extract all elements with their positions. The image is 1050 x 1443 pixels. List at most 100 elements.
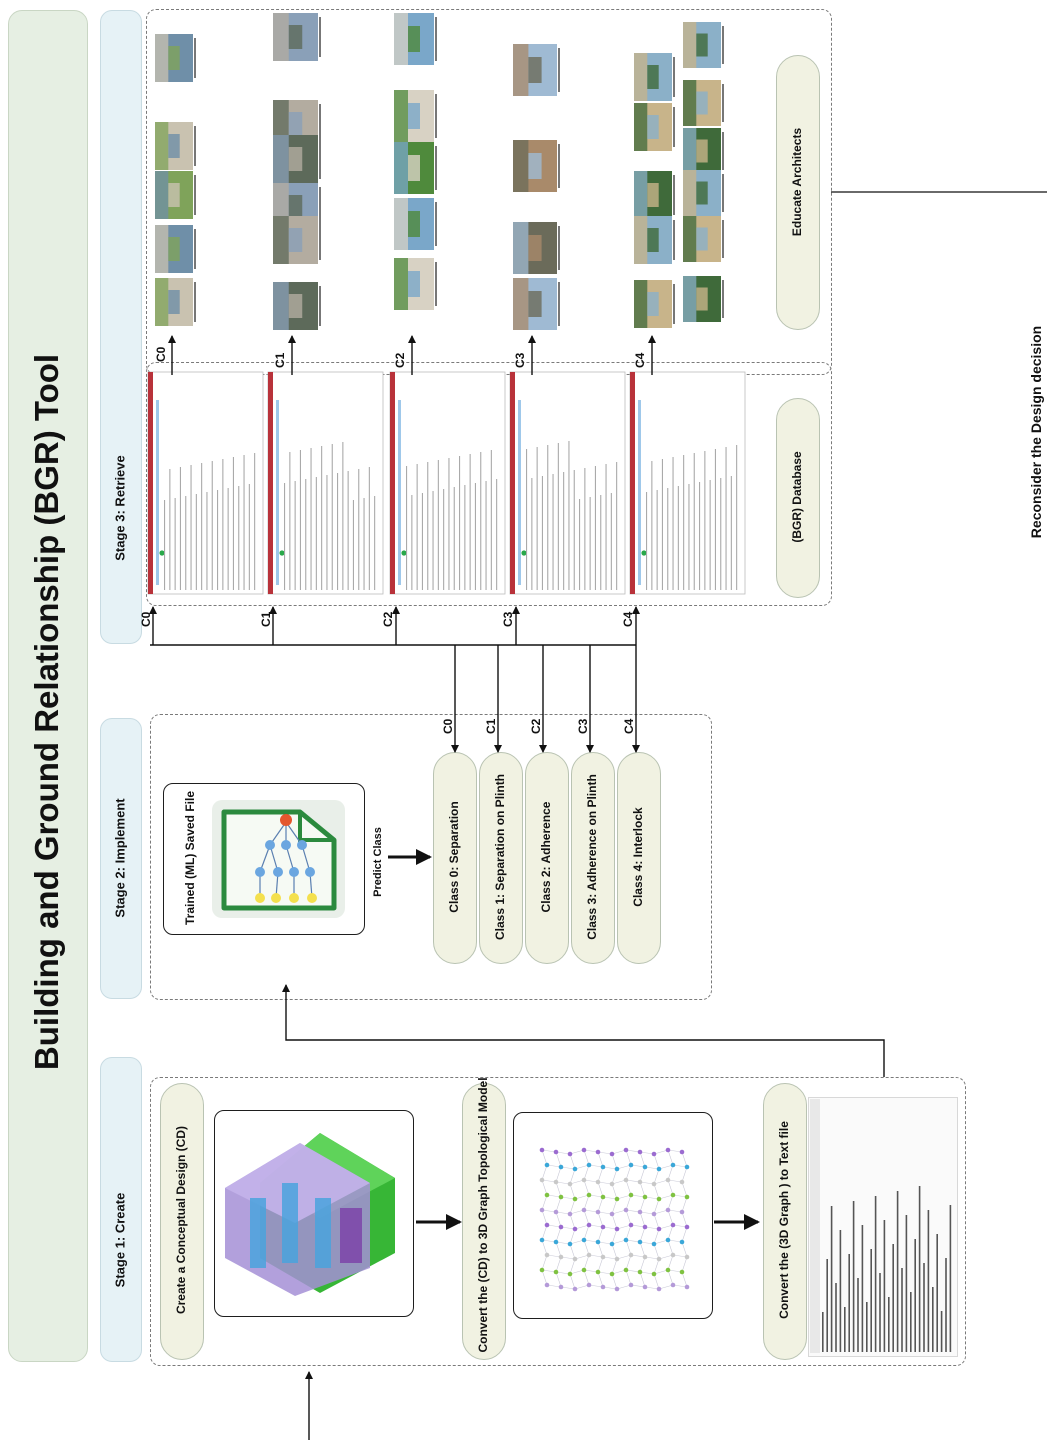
photo-ground	[683, 170, 697, 216]
text-line	[896, 1191, 899, 1352]
photo-caption	[558, 48, 560, 92]
photo-ground	[394, 142, 408, 194]
text-line	[852, 1201, 855, 1352]
photo-ground	[273, 282, 289, 330]
text-line	[923, 1263, 925, 1352]
photo-ground	[634, 216, 648, 264]
photo-building	[288, 112, 303, 136]
db-header-bar	[630, 372, 635, 594]
db-row-line	[568, 441, 570, 590]
db-row-line	[331, 444, 333, 590]
text-line	[927, 1210, 930, 1352]
photo-caption	[722, 84, 724, 122]
text-line	[870, 1249, 872, 1352]
graph-node	[623, 1207, 629, 1213]
db-row-line	[552, 474, 554, 590]
db-row-line	[179, 467, 181, 590]
graph-node	[637, 1269, 643, 1275]
graph-node	[544, 1252, 550, 1258]
photo-caption	[194, 175, 196, 215]
graph-node	[609, 1151, 615, 1157]
text-line	[888, 1297, 890, 1352]
graph-node	[614, 1286, 620, 1292]
graph-node	[586, 1222, 592, 1228]
text-file-lines	[810, 1099, 952, 1353]
db-row-line	[709, 480, 711, 590]
db-row-line	[563, 472, 565, 590]
graph-node	[684, 1224, 690, 1230]
photo-ground	[683, 22, 697, 68]
photo-building	[288, 294, 303, 318]
photo-ground	[155, 122, 169, 170]
text-line	[940, 1311, 943, 1352]
db-row-line	[526, 449, 528, 590]
photo-building	[528, 235, 542, 261]
graph-node	[679, 1179, 685, 1185]
graph-node	[679, 1269, 685, 1275]
db-row-line	[232, 457, 234, 590]
graph-node	[609, 1181, 615, 1187]
text-file-gutter	[810, 1099, 820, 1353]
db-row-line	[579, 499, 581, 590]
title-banner	[8, 10, 88, 1362]
graph-node	[670, 1252, 676, 1258]
db-row-line	[374, 496, 376, 590]
db-row-line	[730, 476, 732, 590]
text-line	[822, 1312, 824, 1352]
text-line	[949, 1205, 952, 1352]
graph-node	[642, 1254, 648, 1260]
class-2-pill	[525, 752, 569, 964]
graph-node	[684, 1254, 690, 1260]
photo-caption	[194, 38, 196, 78]
graph-node	[628, 1162, 634, 1168]
db-row-line	[416, 464, 418, 590]
db-row-line	[661, 459, 663, 590]
db-row-line	[594, 466, 596, 590]
photo-ground	[155, 278, 169, 326]
db-row-line	[646, 492, 648, 590]
photo-caption	[558, 144, 560, 188]
photo-ground	[634, 280, 648, 328]
text-line	[879, 1273, 881, 1352]
graph-node	[544, 1282, 550, 1288]
graph-node	[572, 1286, 578, 1292]
database-pill	[776, 398, 820, 598]
db-column-bar	[638, 400, 641, 585]
graph-node	[684, 1284, 690, 1290]
graph-node	[558, 1284, 564, 1290]
photo-ground	[394, 198, 408, 250]
graph-node	[651, 1241, 657, 1247]
db-row-line	[190, 465, 192, 590]
db-row-line	[610, 493, 612, 590]
graph-node	[609, 1271, 615, 1277]
graph-node	[572, 1256, 578, 1262]
graph-node	[567, 1151, 573, 1157]
db-row-line	[310, 448, 312, 590]
photo-ground	[273, 13, 289, 61]
photo-caption	[319, 187, 321, 227]
graph-node	[600, 1254, 606, 1260]
graph-node	[586, 1162, 592, 1168]
db-row-line	[337, 473, 339, 590]
db-row-line	[557, 443, 559, 590]
graph-node	[642, 1284, 648, 1290]
graph-node	[595, 1149, 601, 1155]
graph-node	[609, 1241, 615, 1247]
photo-caption	[194, 282, 196, 322]
graph-node	[567, 1271, 573, 1277]
graph-node	[651, 1151, 657, 1157]
graph-node	[581, 1177, 587, 1183]
photo-caption	[558, 226, 560, 270]
photo-ground	[394, 258, 408, 310]
graph-node	[679, 1239, 685, 1245]
db-row-line	[485, 481, 487, 590]
create-design-step	[160, 1083, 204, 1360]
graph-node	[572, 1196, 578, 1202]
graph-node	[637, 1239, 643, 1245]
photo-ground	[683, 216, 697, 262]
db-row-line	[459, 456, 461, 590]
graph-node	[651, 1211, 657, 1217]
photo-caption	[722, 174, 724, 212]
db-row-line	[667, 488, 669, 590]
graph-node	[581, 1267, 587, 1273]
